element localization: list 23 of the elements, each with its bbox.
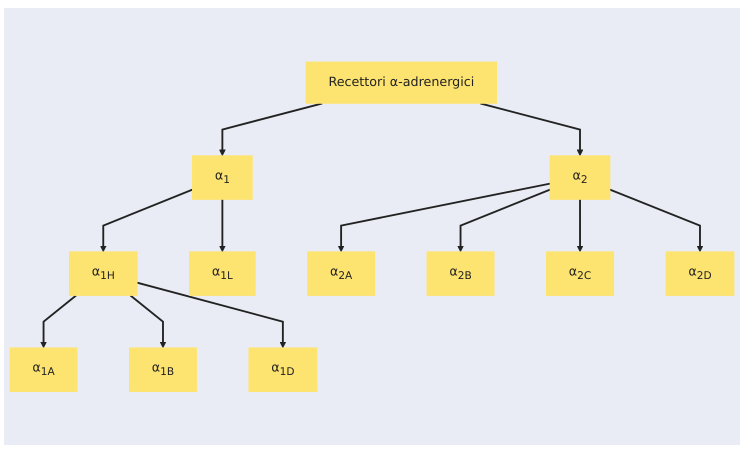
node-box: α$_{2B}$ [426, 251, 494, 296]
node-box: α$_{2D}$ [666, 251, 734, 296]
node-box: α$_{1H}$ [68, 251, 138, 296]
node-box: α$_{2A}$ [307, 251, 376, 296]
arrow [136, 282, 286, 348]
node-box: α$_{1B}$ [129, 347, 197, 392]
node-box: α$_{1L}$ [189, 251, 256, 296]
node-box: Recettori α-adrenergici [306, 61, 498, 104]
arrow [457, 188, 550, 252]
arrow [610, 188, 704, 252]
arrow [576, 199, 584, 252]
node-box: α$_{2C}$ [546, 251, 614, 296]
arrow [130, 294, 166, 348]
node-box: α$_{1A}$ [10, 347, 78, 392]
node-box: α$_{1}$ [192, 155, 253, 200]
arrow [338, 182, 550, 252]
node-box: α$_{2}$ [550, 155, 610, 200]
arrow [219, 199, 226, 252]
arrow [219, 102, 322, 156]
arrow [100, 188, 193, 252]
arrow [40, 294, 77, 348]
arrow [480, 102, 584, 156]
node-box: α$_{1D}$ [248, 347, 318, 392]
